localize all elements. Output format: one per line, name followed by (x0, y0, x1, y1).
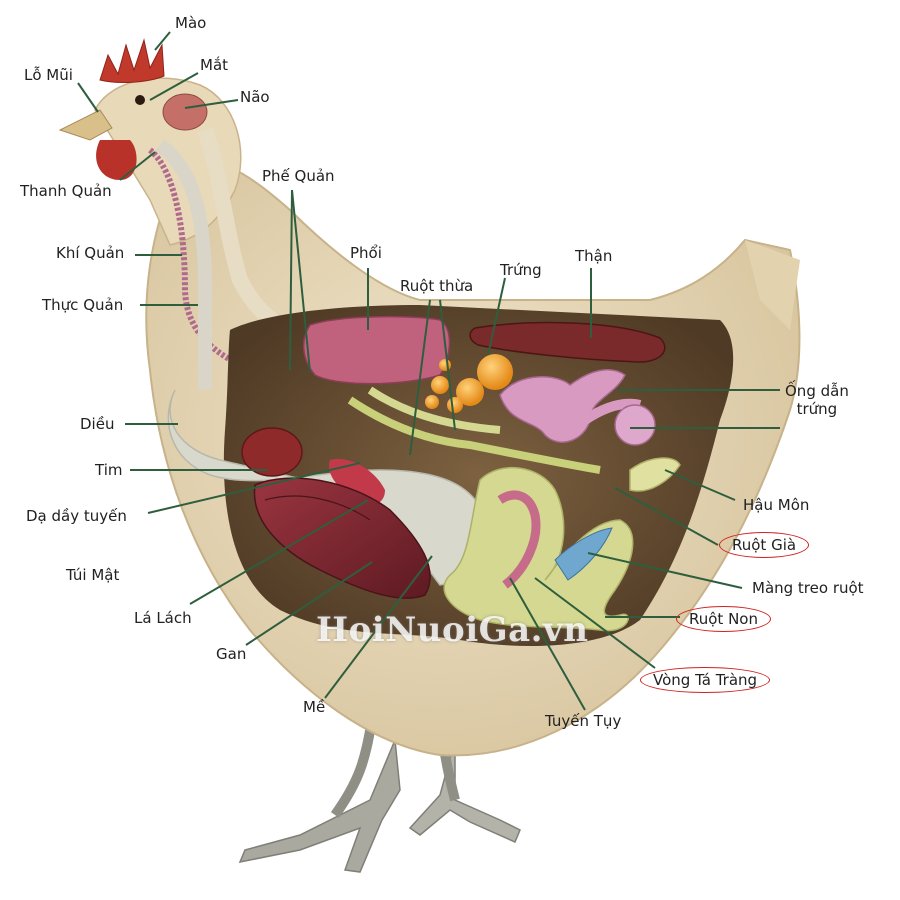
label-ruot-thua: Ruột thừa (400, 277, 474, 295)
intestine-icon (443, 466, 634, 632)
label-thuc-quan: Thực Quản (42, 296, 124, 314)
label-tuyen-tuy: Tuyến Tụy (545, 712, 622, 730)
label-phe-quan: Phế Quản (262, 167, 335, 185)
label-mat: Mắt (200, 56, 229, 74)
brain-icon (162, 93, 208, 131)
wattle-icon (96, 140, 137, 180)
label-gan: Gan (216, 645, 247, 663)
kidney-icon (469, 321, 666, 363)
label-ruot-gia: Ruột Già (719, 532, 810, 558)
label-tui-mat: Túi Mật (66, 566, 120, 584)
label-thanh-quan: Thanh Quản (20, 182, 112, 200)
label-nao: Não (240, 88, 270, 106)
label-tim: Tim (95, 461, 123, 479)
label-da-day-tuyen: Dạ dầy tuyến (26, 507, 127, 525)
proventriculus-icon (329, 459, 385, 506)
leader-lines (77, 31, 780, 711)
label-la-lach: Lá Lách (134, 609, 192, 627)
label-ruot-non: Ruột Non (676, 606, 771, 632)
label-than: Thận (575, 247, 613, 265)
label-dieu: Diều (80, 415, 115, 433)
label-ong-dan-trung: Ống dẫn trứng (785, 382, 849, 418)
label-vong-ta-trang: Vòng Tá Tràng (640, 667, 771, 693)
label-me: Mề (303, 698, 326, 716)
head (58, 38, 242, 246)
label-phoi: Phổi (350, 244, 382, 262)
label-lo-mui: Lỗ Mũi (24, 66, 73, 84)
label-mao: Mào (175, 14, 207, 32)
label-mang-treo-ruot: Màng treo ruột (752, 579, 864, 597)
watermark: HoiNuoiGa.vn (316, 610, 589, 650)
lung-icon (303, 315, 451, 385)
label-hau-mon: Hậu Môn (743, 496, 810, 514)
organs (167, 315, 681, 632)
appendix-icon (347, 396, 601, 474)
mesentery-icon (554, 527, 613, 581)
label-trung: Trứng (500, 261, 542, 279)
heart-icon (241, 427, 303, 477)
label-khi-quan: Khí Quản (56, 244, 125, 262)
comb-icon (99, 38, 165, 84)
oviduct-icon (499, 369, 626, 443)
